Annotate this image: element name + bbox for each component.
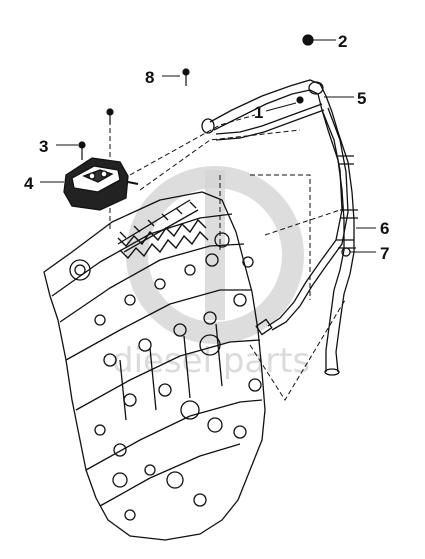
breather-hose — [201, 79, 358, 376]
callout-5: 5 — [357, 89, 366, 108]
oil-separator — [63, 157, 139, 211]
engine-block — [43, 191, 266, 541]
callout-2: 2 — [338, 32, 347, 51]
callout-3: 3 — [39, 137, 48, 156]
callout-8: 8 — [145, 68, 154, 87]
callout-4: 4 — [24, 174, 34, 193]
bolts — [78, 34, 314, 160]
callout-7: 7 — [380, 244, 389, 263]
callout-6: 6 — [380, 219, 389, 238]
leader-lines — [109, 114, 346, 401]
callout-lines — [40, 39, 376, 253]
valve-cover-ribs — [117, 218, 209, 260]
callout-1: 1 — [254, 103, 263, 122]
